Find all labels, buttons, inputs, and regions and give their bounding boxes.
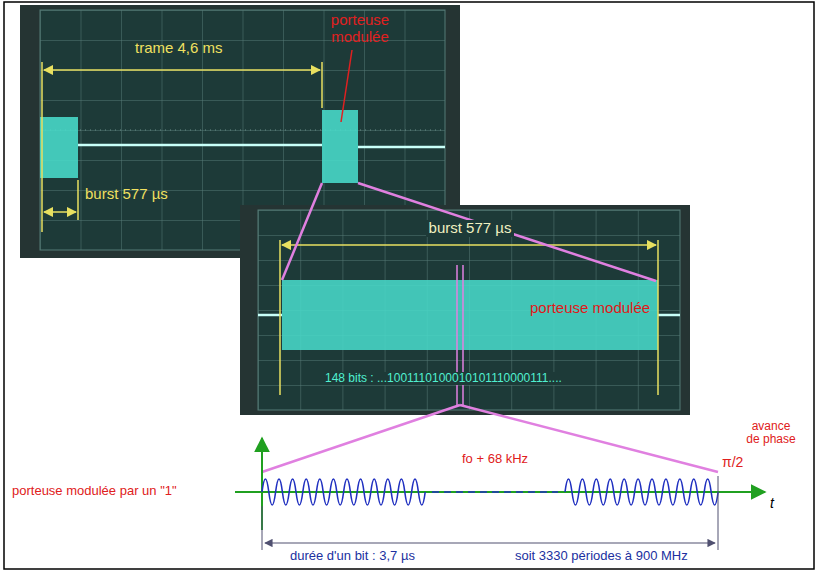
burst-trace	[40, 117, 78, 178]
marker-line	[657, 240, 659, 395]
dimension-arrow	[44, 211, 76, 213]
bit-duration-label: durée d'un bit : 3,7 µs	[290, 549, 415, 564]
trace-line	[358, 146, 445, 149]
phase-advance-label: avance de phase	[745, 420, 797, 447]
burst-trace	[282, 280, 658, 350]
marker-line	[321, 62, 323, 108]
time-axis	[235, 491, 765, 493]
burst-duration-label: burst 577 µs	[426, 220, 515, 237]
carrier-label: porteuse modulée	[318, 12, 402, 46]
outer-border	[4, 2, 814, 569]
bit-sequence-label: 148 bits : ...1001110100010101110000111.…	[322, 372, 565, 385]
scope-screen	[258, 210, 680, 410]
continuation-dash	[432, 491, 558, 493]
trace-line	[658, 314, 680, 317]
zoom-line	[262, 405, 460, 472]
time-axis-label: t	[770, 496, 774, 512]
phase-label: π/2	[722, 455, 743, 471]
frequency-label: fo + 68 kHz	[462, 452, 528, 467]
burst-duration-label: burst 577 µs	[85, 186, 168, 203]
carrier-wave	[565, 479, 718, 505]
zoom-line	[282, 183, 322, 280]
scope-bezel	[240, 205, 690, 415]
trace-line	[258, 314, 282, 317]
modulated-bit-label: porteuse modulée par un "1"	[12, 484, 177, 499]
frame-duration-label: trame 4,6 ms	[135, 40, 223, 57]
carrier-label: porteuse modulée	[530, 300, 650, 317]
zoom-lines	[262, 183, 718, 472]
marker-line	[41, 62, 43, 232]
scope-center-axis	[40, 130, 445, 131]
bit-boundary	[718, 476, 719, 550]
duration-arrow	[265, 542, 715, 543]
waveform-diagram	[235, 438, 765, 550]
marker-line	[77, 180, 79, 220]
dimension-arrow	[44, 69, 320, 71]
zoom-line	[460, 405, 718, 472]
zoom-line	[358, 183, 656, 281]
period-count-label: soit 3330 périodes à 900 MHz	[515, 549, 688, 564]
dimension-arrow	[282, 244, 656, 246]
carrier-wave	[262, 479, 425, 505]
scope-grid	[258, 210, 680, 410]
marker-line	[279, 240, 281, 395]
trace-line	[78, 144, 322, 147]
bit-boundary	[262, 506, 263, 550]
leader-line	[341, 50, 352, 122]
burst-trace	[322, 110, 358, 183]
oscilloscope-zoom-frame	[240, 205, 690, 415]
